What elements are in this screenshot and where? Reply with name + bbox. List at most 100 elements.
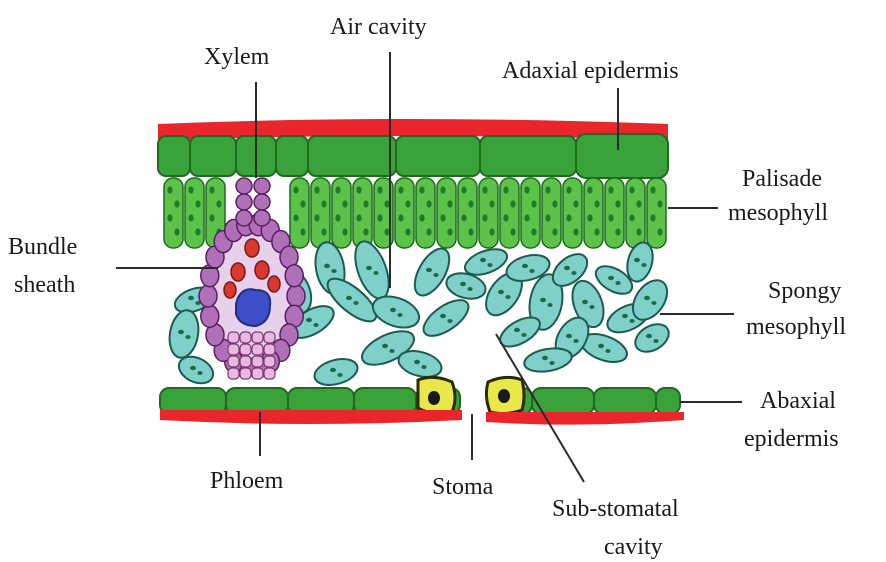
label-bundle-line2: sheath bbox=[14, 272, 75, 298]
sheath-cell bbox=[236, 178, 252, 194]
palisade-cell bbox=[311, 178, 330, 248]
adaxial-epidermis-row bbox=[158, 134, 668, 178]
palisade-cell bbox=[290, 178, 309, 248]
sheath-cell bbox=[254, 194, 270, 210]
chloroplast bbox=[587, 214, 592, 221]
chloroplast bbox=[524, 214, 529, 221]
chloroplast bbox=[397, 313, 402, 317]
chloroplast bbox=[634, 258, 640, 262]
chloroplast bbox=[598, 344, 604, 348]
chloroplast bbox=[293, 186, 298, 193]
palisade-cell bbox=[353, 178, 372, 248]
phloem-cell bbox=[240, 356, 251, 367]
chloroplast bbox=[447, 228, 452, 235]
xylem-vessel bbox=[236, 289, 270, 326]
chloroplast bbox=[313, 323, 318, 327]
palisade-cell bbox=[437, 178, 456, 248]
chloroplast bbox=[178, 330, 184, 334]
chloroplast bbox=[646, 334, 652, 338]
chloroplast bbox=[650, 186, 655, 193]
chloroplast bbox=[419, 214, 424, 221]
spongy-cell bbox=[312, 355, 361, 390]
chloroplast bbox=[209, 214, 214, 221]
spongy-cell bbox=[418, 293, 474, 342]
phloem-cell bbox=[252, 344, 263, 355]
label-abaxial-line2: epidermis bbox=[744, 426, 839, 452]
label-bundle-line1: Bundle bbox=[8, 234, 77, 260]
chloroplast bbox=[167, 214, 172, 221]
chloroplast bbox=[482, 186, 487, 193]
chloroplast bbox=[573, 339, 578, 343]
chloroplast bbox=[321, 228, 326, 235]
phloem-cell bbox=[228, 344, 239, 355]
chloroplast bbox=[571, 271, 576, 275]
label-palisade-line1: Palisade bbox=[742, 166, 822, 192]
lower-cuticle-right bbox=[486, 412, 684, 425]
chloroplast bbox=[573, 200, 578, 207]
chloroplast bbox=[389, 349, 394, 353]
chloroplast bbox=[608, 186, 613, 193]
palisade-cell bbox=[563, 178, 582, 248]
chloroplast bbox=[594, 200, 599, 207]
chloroplast bbox=[314, 214, 319, 221]
chloroplast bbox=[363, 228, 368, 235]
chloroplast bbox=[503, 186, 508, 193]
palisade-cell bbox=[479, 178, 498, 248]
palisade-cell bbox=[395, 178, 414, 248]
chloroplast bbox=[314, 186, 319, 193]
chloroplast bbox=[384, 200, 389, 207]
chloroplast bbox=[188, 186, 193, 193]
chloroplast bbox=[615, 281, 620, 285]
chloroplast bbox=[377, 186, 382, 193]
chloroplast bbox=[346, 296, 352, 300]
chloroplast bbox=[335, 214, 340, 221]
palisade-cell bbox=[500, 178, 519, 248]
chloroplast bbox=[414, 360, 420, 364]
chloroplast bbox=[337, 373, 342, 377]
chloroplast bbox=[524, 186, 529, 193]
chloroplast bbox=[629, 214, 634, 221]
chloroplast bbox=[426, 268, 432, 272]
chloroplast bbox=[622, 314, 628, 318]
phloem-cell bbox=[252, 368, 263, 379]
label-substomatal-line1: Sub-stomatal bbox=[552, 496, 679, 522]
chloroplast bbox=[330, 368, 336, 372]
chloroplast bbox=[321, 200, 326, 207]
chloroplast bbox=[489, 200, 494, 207]
chloroplast bbox=[608, 214, 613, 221]
chloroplast bbox=[188, 296, 194, 300]
chloroplast bbox=[566, 186, 571, 193]
sheath-cell bbox=[254, 178, 270, 194]
chloroplast bbox=[426, 228, 431, 235]
chloroplast bbox=[356, 186, 361, 193]
chloroplast bbox=[651, 301, 656, 305]
chloroplast bbox=[521, 333, 526, 337]
chloroplast bbox=[366, 266, 372, 270]
chloroplast bbox=[190, 366, 196, 370]
chloroplast bbox=[510, 228, 515, 235]
chloroplast bbox=[605, 349, 610, 353]
chloroplast bbox=[398, 186, 403, 193]
sheath-cell bbox=[285, 265, 303, 287]
chloroplast bbox=[426, 200, 431, 207]
chloroplast bbox=[644, 296, 650, 300]
chloroplast bbox=[498, 290, 504, 294]
label-substomatal-line2: cavity bbox=[604, 534, 663, 560]
chloroplast bbox=[342, 200, 347, 207]
phloem-cell bbox=[252, 356, 263, 367]
chloroplast bbox=[405, 200, 410, 207]
phloem-cell bbox=[264, 368, 275, 379]
chloroplast bbox=[300, 228, 305, 235]
chloroplast bbox=[306, 318, 312, 322]
chloroplast bbox=[419, 186, 424, 193]
chloroplast bbox=[460, 282, 466, 286]
chloroplast bbox=[582, 300, 588, 304]
chloroplast bbox=[356, 214, 361, 221]
palisade-cell bbox=[647, 178, 666, 248]
chloroplast bbox=[545, 186, 550, 193]
chloroplast bbox=[433, 273, 438, 277]
palisade-cell bbox=[542, 178, 561, 248]
phloem-cell bbox=[228, 356, 239, 367]
phloem-cell bbox=[264, 332, 275, 343]
label-spongy-line2: mesophyll bbox=[746, 314, 846, 340]
